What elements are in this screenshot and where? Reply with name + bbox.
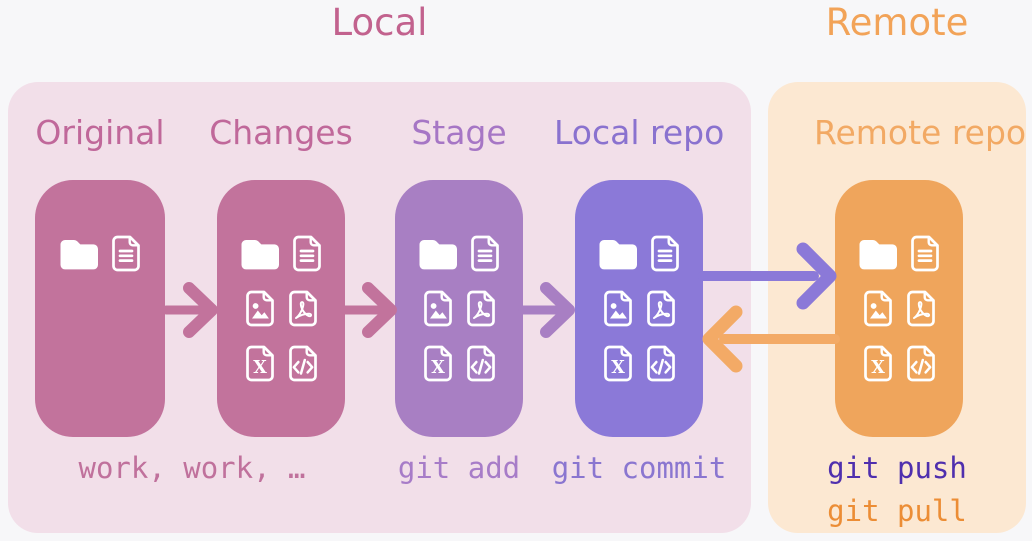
- file-pdf-icon: [645, 289, 677, 328]
- file-image-icon: [862, 289, 894, 328]
- command-git-pull: git pull: [827, 494, 967, 528]
- column-label-stage: Stage: [411, 113, 507, 152]
- folder-icon: [240, 238, 280, 270]
- file-icon-row: [422, 289, 497, 328]
- file-code-icon: [645, 344, 677, 383]
- command-git-add: git add: [397, 451, 521, 485]
- column-label-local-repo: Local repo: [554, 113, 725, 152]
- command-work: work, work, …: [78, 451, 306, 485]
- file-pdf-icon: [905, 289, 937, 328]
- file-icon-row: [59, 234, 142, 273]
- file-code-icon: [287, 344, 319, 383]
- file-excel-icon: [602, 344, 634, 383]
- file-icon-row: [244, 344, 319, 383]
- file-pdf-icon: [287, 289, 319, 328]
- file-code-icon: [465, 344, 497, 383]
- card-local-repo: [575, 180, 703, 437]
- file-text-icon: [909, 234, 941, 273]
- card-original: [35, 180, 165, 437]
- command-git-push: git push: [827, 451, 967, 485]
- command-git-commit: git commit: [551, 451, 727, 485]
- remote-zone-title: Remote: [825, 1, 969, 44]
- file-icon-grid: [217, 180, 345, 383]
- file-icon-row: [862, 344, 937, 383]
- file-icon-row: [862, 289, 937, 328]
- file-image-icon: [244, 289, 276, 328]
- file-excel-icon: [244, 344, 276, 383]
- folder-icon: [418, 238, 458, 270]
- file-text-icon: [469, 234, 501, 273]
- folder-icon: [59, 238, 99, 270]
- card-changes: [217, 180, 345, 437]
- file-icon-row: [602, 344, 677, 383]
- card-remote-repo: [835, 180, 963, 437]
- file-icon-grid: [835, 180, 963, 383]
- file-icon-row: [244, 289, 319, 328]
- file-excel-icon: [862, 344, 894, 383]
- file-icon-row: [418, 234, 501, 273]
- column-label-remote-repo: Remote repo: [814, 113, 1027, 152]
- file-icon-row: [240, 234, 323, 273]
- file-icon-row: [858, 234, 941, 273]
- file-text-icon: [110, 234, 142, 273]
- file-text-icon: [649, 234, 681, 273]
- file-code-icon: [905, 344, 937, 383]
- file-icon-row: [598, 234, 681, 273]
- column-label-original: Original: [35, 113, 165, 152]
- file-icon-grid: [575, 180, 703, 383]
- file-icon-row: [422, 344, 497, 383]
- file-image-icon: [422, 289, 454, 328]
- folder-icon: [858, 238, 898, 270]
- file-text-icon: [291, 234, 323, 273]
- file-icon-grid: [395, 180, 523, 383]
- column-label-changes: Changes: [209, 113, 353, 152]
- card-stage: [395, 180, 523, 437]
- file-pdf-icon: [465, 289, 497, 328]
- file-icon-grid: [35, 180, 165, 273]
- file-excel-icon: [422, 344, 454, 383]
- file-image-icon: [602, 289, 634, 328]
- file-icon-row: [602, 289, 677, 328]
- local-zone-title: Local: [331, 1, 428, 44]
- folder-icon: [598, 238, 638, 270]
